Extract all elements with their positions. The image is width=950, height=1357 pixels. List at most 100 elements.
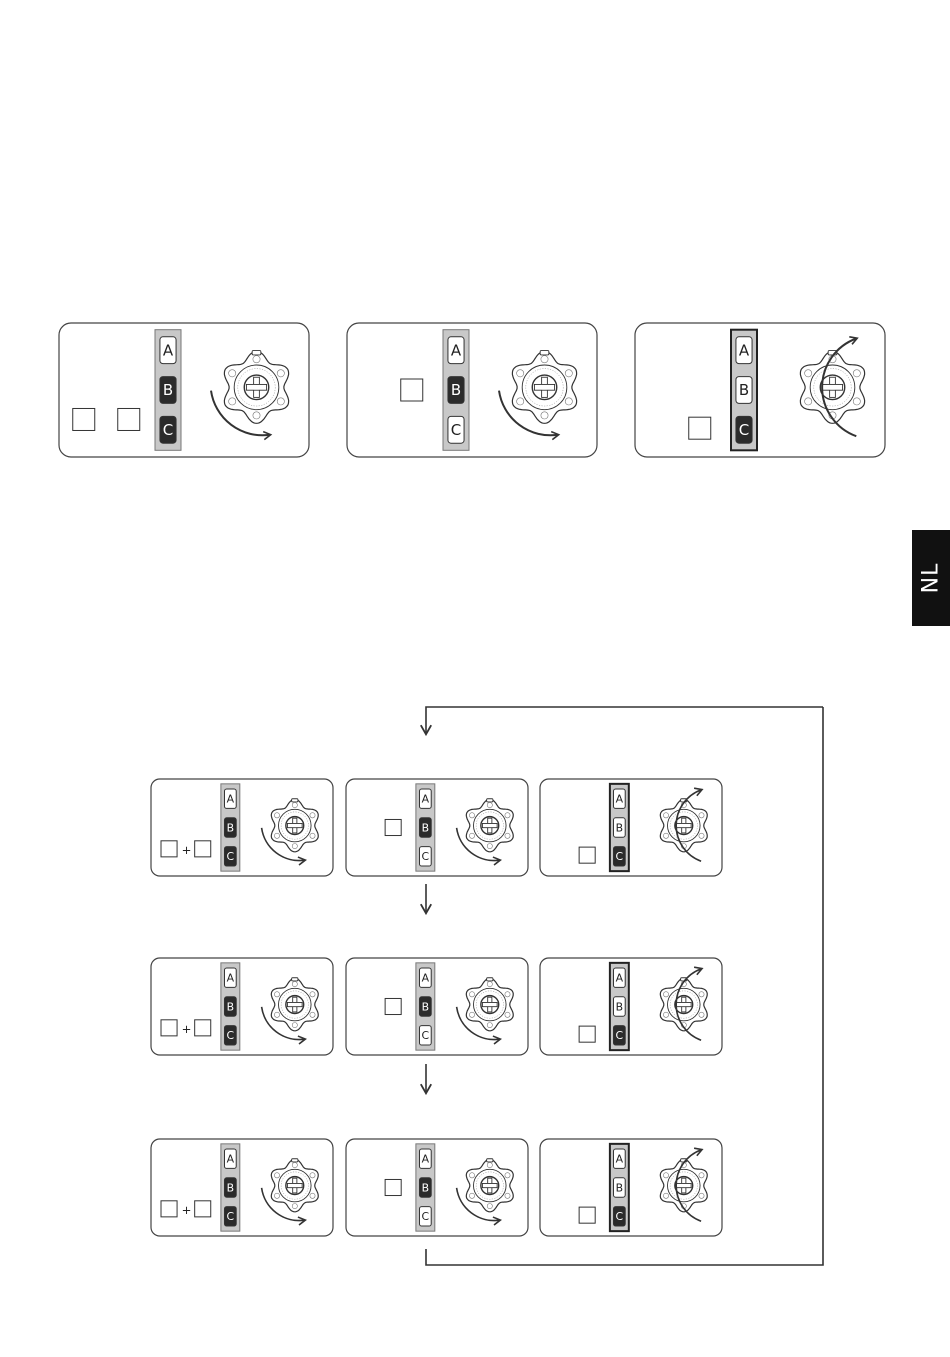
step-panel: AB C + (151, 1139, 333, 1236)
plus-sign: + (182, 843, 192, 857)
button-key-letter: A (227, 792, 235, 805)
sequence-row: ABC+ABCABC (151, 779, 722, 876)
step-panel: A B C (346, 1139, 528, 1236)
button-key-letter: A (739, 341, 750, 359)
language-tab: NL (912, 530, 950, 626)
button-key-letter: A (422, 1152, 430, 1165)
button-key-a: A (613, 1149, 625, 1168)
button-key-letter: A (616, 1152, 624, 1165)
button-key-a: A (224, 789, 236, 808)
button-key-b: B (224, 997, 236, 1016)
button-key-letter: C (422, 1029, 430, 1042)
button-key-letter: B (616, 1000, 623, 1013)
button-key-c: C (448, 416, 464, 443)
button-key-b: B (736, 377, 752, 404)
button-key-c: C (419, 847, 431, 866)
button-key-letter: C (451, 421, 461, 439)
indicator-square (579, 847, 595, 863)
button-key-letter: A (616, 971, 624, 984)
button-key-b: B (613, 997, 625, 1016)
indicator-square (385, 819, 401, 835)
indicator-square (161, 841, 177, 857)
indicator-square (385, 1179, 401, 1195)
button-key-c: C (736, 416, 752, 443)
button-key-c: C (613, 1026, 625, 1045)
indicator-square (385, 998, 401, 1014)
button-key-letter: B (739, 381, 749, 399)
button-key-a: A (160, 337, 176, 364)
sequence-row: ABC+ABCABC (151, 1139, 722, 1236)
button-key-letter: C (227, 850, 235, 863)
step-panel: A B C (635, 323, 885, 457)
button-key-a: A (419, 968, 431, 987)
button-key-c: C (419, 1026, 431, 1045)
button-key-b: B (419, 997, 431, 1016)
button-key-c: C (613, 847, 625, 866)
button-key-letter: A (422, 792, 430, 805)
button-key-letter: C (227, 1029, 235, 1042)
button-key-letter: A (451, 341, 462, 359)
button-key-b: B (448, 377, 464, 404)
button-key-letter: C (616, 850, 624, 863)
button-key-c: C (224, 1026, 236, 1045)
indicator-square (118, 408, 140, 430)
button-key-letter: C (227, 1210, 235, 1223)
indicator-square (195, 1201, 211, 1217)
button-key-letter: B (616, 821, 623, 834)
indicator-square (195, 1020, 211, 1036)
button-key-b: B (419, 1178, 431, 1197)
button-key-letter: C (616, 1210, 624, 1223)
indicator-square (401, 379, 423, 401)
button-key-letter: C (739, 421, 749, 439)
button-key-a: A (448, 337, 464, 364)
button-key-letter: B (163, 381, 173, 399)
button-key-b: B (613, 818, 625, 837)
button-key-c: C (224, 1207, 236, 1226)
indicator-square (73, 408, 95, 430)
button-key-letter: B (227, 1181, 234, 1194)
button-key-letter: A (163, 341, 174, 359)
step-panel: ABC (346, 958, 528, 1055)
step-panel: ABC + (151, 779, 333, 876)
button-key-letter: B (422, 1181, 429, 1194)
step-panel: A B C (540, 1139, 722, 1236)
plus-sign: + (182, 1022, 192, 1036)
button-key-letter: B (422, 821, 429, 834)
language-tab-label: NL (919, 563, 944, 594)
button-key-c: C (160, 416, 176, 443)
step-panel: A B C (346, 779, 528, 876)
button-key-a: A (224, 1149, 236, 1168)
button-key-a: A (613, 789, 625, 808)
button-key-a: A (224, 968, 236, 987)
button-key-c: C (224, 847, 236, 866)
button-key-letter: C (422, 850, 430, 863)
button-key-letter: A (422, 971, 430, 984)
button-key-letter: B (227, 1000, 234, 1013)
button-key-letter: A (227, 971, 235, 984)
step-panel: A B C + (151, 958, 333, 1055)
button-key-b: B (224, 818, 236, 837)
step-panel: AB C (540, 779, 722, 876)
indicator-square (579, 1207, 595, 1223)
button-key-letter: B (616, 1181, 623, 1194)
step-panel: A BC (59, 323, 309, 457)
button-key-a: A (613, 968, 625, 987)
indicator-square (195, 841, 211, 857)
button-key-a: A (419, 789, 431, 808)
step-panel: ABC (347, 323, 597, 457)
button-key-b: B (613, 1178, 625, 1197)
button-key-a: A (736, 337, 752, 364)
indicator-square (689, 417, 711, 439)
indicator-square (579, 1026, 595, 1042)
button-key-b: B (160, 377, 176, 404)
button-key-c: C (613, 1207, 625, 1226)
plus-sign: + (182, 1203, 192, 1217)
button-key-c: C (419, 1207, 431, 1226)
loop-line-top (426, 707, 823, 733)
button-key-letter: C (616, 1029, 624, 1042)
button-key-letter: C (422, 1210, 430, 1223)
